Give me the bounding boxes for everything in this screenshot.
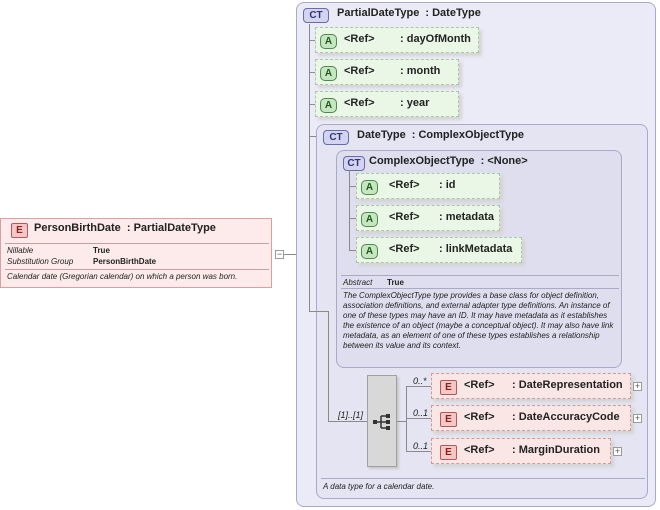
element-badge: E — [440, 380, 457, 395]
connector — [397, 421, 407, 422]
root-element-title: PersonBirthDate : PartialDateType — [34, 222, 216, 234]
element-name: : DateAccuracyCode — [512, 411, 620, 423]
attribute-badge: A — [361, 180, 378, 195]
complex-object-type-name: ComplexObjectType — [369, 155, 475, 167]
element-badge: E — [11, 223, 28, 238]
attribute-link-metadata[interactable]: A <Ref> : linkMetadata — [356, 237, 522, 263]
attribute-badge: A — [361, 244, 378, 259]
connector — [309, 104, 317, 105]
attribute-badge: A — [320, 98, 337, 113]
attribute-badge: A — [320, 34, 337, 49]
complex-type-badge: CT — [323, 130, 349, 145]
attribute-name: : linkMetadata — [439, 243, 513, 255]
connector — [349, 250, 357, 251]
date-type-doc: A data type for a calendar date. — [323, 482, 435, 491]
connector — [406, 451, 432, 452]
expand-toggle[interactable]: + — [633, 381, 642, 391]
complex-object-type-type: : <None> — [480, 155, 528, 167]
attribute-name: : month — [400, 65, 441, 77]
connector — [309, 24, 310, 311]
attribute-metadata[interactable]: A <Ref> : metadata — [356, 205, 500, 231]
connector — [349, 170, 350, 250]
element-margin-duration[interactable]: E <Ref> : MarginDuration — [431, 438, 611, 464]
attribute-ref: <Ref> — [389, 211, 420, 223]
element-badge: E — [440, 445, 457, 460]
date-type-type: : ComplexObjectType — [411, 129, 525, 141]
attribute-badge: A — [320, 66, 337, 81]
connector — [349, 186, 357, 187]
attribute-ref: <Ref> — [344, 33, 375, 45]
divider — [341, 275, 619, 276]
partial-date-type-title: PartialDateType : DateType — [337, 7, 481, 19]
divider — [321, 478, 645, 479]
attribute-ref: <Ref> — [389, 243, 420, 255]
attribute-name: : dayOfMonth — [400, 33, 471, 45]
root-element-doc: Calendar date (Gregorian calendar) on wh… — [7, 272, 238, 281]
divider — [341, 288, 619, 289]
complex-type-badge: CT — [303, 8, 329, 23]
attribute-id[interactable]: A <Ref> : id — [356, 173, 500, 199]
sequence-compositor[interactable] — [367, 375, 397, 467]
attribute-year[interactable]: A <Ref> : year — [315, 91, 459, 117]
connector — [406, 386, 407, 452]
sequence-icon — [373, 414, 390, 430]
attribute-ref: <Ref> — [389, 179, 420, 191]
connector — [349, 218, 357, 219]
prop-value-substitution-group: PersonBirthDate — [93, 257, 157, 266]
collapse-toggle[interactable]: − — [275, 249, 284, 259]
element-date-accuracy-code[interactable]: E <Ref> : DateAccuracyCode — [431, 405, 631, 431]
attribute-ref: <Ref> — [344, 97, 375, 109]
complex-object-type-title: ComplexObjectType : <None> — [369, 155, 528, 167]
element-date-representation[interactable]: E <Ref> : DateRepresentation — [431, 373, 631, 399]
divider — [5, 243, 269, 244]
complex-type-badge: CT — [343, 156, 365, 171]
attribute-month[interactable]: A <Ref> : month — [315, 59, 459, 85]
sequence-multiplicity: [1]..[1] — [338, 410, 364, 420]
element-multiplicity: 0..1 — [413, 408, 429, 418]
prop-key-nillable: Nillable — [7, 246, 34, 255]
root-element-type: : PartialDateType — [126, 222, 216, 234]
connector — [309, 72, 317, 73]
connector — [284, 254, 297, 255]
partial-date-type-type: : DateType — [425, 7, 481, 19]
abstract-key: Abstract — [343, 278, 373, 287]
element-name: : MarginDuration — [512, 444, 600, 456]
connector — [328, 311, 329, 421]
attribute-day-of-month[interactable]: A <Ref> : dayOfMonth — [315, 27, 479, 53]
element-multiplicity: 0..* — [413, 376, 427, 386]
prop-value-nillable: True — [93, 246, 110, 255]
connector — [309, 40, 317, 41]
attribute-name: : year — [400, 97, 430, 109]
attribute-name: : id — [439, 179, 456, 191]
element-multiplicity: 0..1 — [413, 441, 429, 451]
partial-date-type-name: PartialDateType — [337, 7, 420, 19]
element-name: : DateRepresentation — [512, 379, 623, 391]
root-element-name: PersonBirthDate — [34, 222, 121, 234]
element-ref: <Ref> — [464, 379, 495, 391]
prop-key-substitution-group: Substitution Group — [7, 257, 74, 266]
element-ref: <Ref> — [464, 444, 495, 456]
connector — [406, 386, 432, 387]
connector — [309, 311, 329, 312]
expand-toggle[interactable]: + — [633, 413, 642, 423]
complex-object-type-doc: The ComplexObjectType type provides a ba… — [343, 291, 614, 350]
element-ref: <Ref> — [464, 411, 495, 423]
connector — [406, 418, 432, 419]
attribute-ref: <Ref> — [344, 65, 375, 77]
date-type-name: DateType — [357, 129, 406, 141]
root-element-box[interactable]: E PersonBirthDate : PartialDateType Nill… — [0, 218, 272, 288]
attribute-name: : metadata — [439, 211, 495, 223]
expand-toggle[interactable]: + — [613, 446, 622, 456]
abstract-value: True — [387, 278, 404, 287]
element-badge: E — [440, 412, 457, 427]
attribute-badge: A — [361, 212, 378, 227]
connector — [328, 421, 368, 422]
divider — [5, 269, 269, 270]
date-type-title: DateType : ComplexObjectType — [357, 129, 524, 141]
connector — [309, 136, 321, 137]
